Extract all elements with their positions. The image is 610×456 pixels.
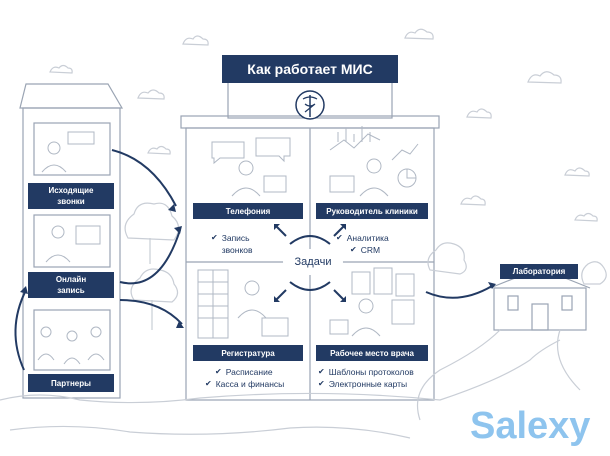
registry-title: Регистратура [193,345,303,361]
arrow-icon [20,204,496,328]
checkmark-icon: ✔ [336,233,343,242]
list-item: ✔Шаблоны протоколов [318,367,414,377]
list-item: ✔Касса и финансы [205,379,285,389]
checkmark-icon: ✔ [215,367,222,376]
partners-label: Партнеры [28,374,114,392]
doctor-list: ✔Шаблоны протоколов ✔Электронные карты [318,366,414,390]
online-booking-line2: запись [57,286,85,295]
page-title: Как работает МИС [222,55,398,83]
clinic-head-list: ✔Аналитика ✔CRM [336,232,389,256]
list-item: ✔Расписание [215,367,273,377]
list-item: ✔Электронные карты [318,379,408,389]
checkmark-icon: ✔ [205,379,212,388]
registry-list: ✔Расписание ✔Касса и финансы [205,366,284,390]
doctor-workplace-title: Рабочее место врача [316,345,428,361]
laboratory-label: Лаборатория [500,264,578,279]
tasks-center: Задачи [283,249,343,275]
outgoing-calls-line1: Исходящие [48,186,94,195]
watermark: Salexy [470,405,591,447]
checkmark-icon: ✔ [318,379,325,388]
outgoing-calls-line2: звонки [57,197,85,206]
telephony-title: Телефония [193,203,303,219]
checkmark-icon: ✔ [211,233,218,242]
online-booking-line1: Онлайн [55,275,87,284]
checkmark-icon: ✔ [350,245,357,254]
checkmark-icon: ✔ [318,367,325,376]
list-item: ✔CRM [350,245,381,255]
list-item: ✔Аналитика [336,233,389,243]
outgoing-calls-label: Исходящие звонки [28,183,114,209]
online-booking-label: Онлайн запись [28,272,114,298]
clinic-head-title: Руководитель клиники [316,203,428,219]
caduceus-icon [295,90,325,120]
